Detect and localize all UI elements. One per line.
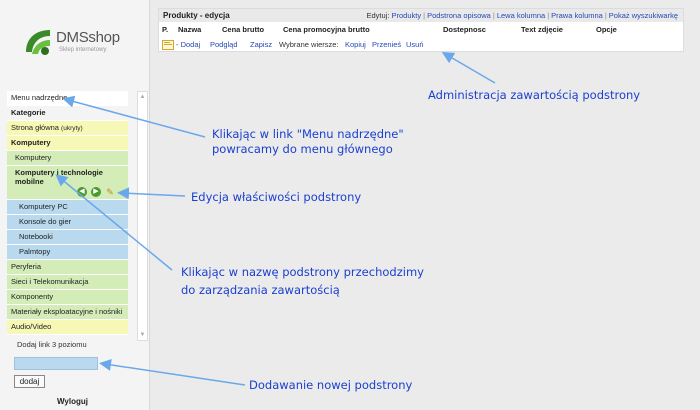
add-link-input[interactable] (14, 357, 98, 370)
sidebar-menu: Menu nadrzędne Kategorie Strona główna (… (7, 91, 128, 335)
preview-action[interactable]: Podgląd (210, 40, 238, 49)
table-actions: - Dodaj Podgląd Zapisz Wybrane wiersze: … (159, 40, 683, 52)
brand-logo-icon (26, 30, 50, 55)
add-action[interactable]: - Dodaj (176, 40, 201, 49)
logout-link[interactable]: Wyloguj (57, 397, 88, 406)
sidebar: DMSshop Sklep internetowy Menu nadrzędne… (0, 0, 150, 410)
column-header: Cena promocyjna brutto (283, 25, 370, 34)
column-header: Nazwa (178, 25, 202, 34)
add-page-icon[interactable] (162, 40, 174, 50)
brand-name: DMSshop (56, 29, 120, 46)
column-header: Cena brutto (222, 25, 265, 34)
arrow-left-icon[interactable]: ◀ (77, 187, 87, 197)
sidebar-item-label: Strona główna (11, 123, 59, 132)
sidebar-item-mobile[interactable]: Komputery i technologie mobilne ◀ ▶ ✎ (7, 166, 128, 200)
scroll-up-icon[interactable]: ▲ (139, 94, 146, 100)
brand-tagline: Sklep internetowy (59, 47, 107, 53)
edit-pencil-icon[interactable]: ✎ (106, 187, 114, 197)
sidebar-item-networks[interactable]: Sieci i Telekomunikacja (7, 275, 128, 290)
move-action[interactable]: Przenieś (372, 40, 402, 49)
edit-link-description[interactable]: Podstrona opisowa (427, 11, 491, 20)
sidebar-item-components[interactable]: Komponenty (7, 290, 128, 305)
column-header: Dostepnosc (443, 25, 486, 34)
table-header: P. Nazwa Cena brutto Cena promocyjna bru… (159, 25, 683, 37)
categories-header: Kategorie (7, 106, 128, 121)
edit-link-left-column[interactable]: Lewa kolumna (496, 11, 546, 20)
delete-action[interactable]: Usuń (406, 40, 424, 49)
save-action[interactable]: Zapisz (250, 40, 273, 49)
annotation-add-new: Dodawanie nowej podstrony (249, 378, 413, 392)
sidebar-item-peripherals[interactable]: Peryferia (7, 260, 128, 275)
edit-prefix: Edytuj: (366, 11, 390, 20)
annotation-click-name-line2: do zarządzania zawartością (181, 283, 340, 297)
sidebar-item-consoles[interactable]: Konsole do gier (7, 215, 128, 230)
annotation-menu-parent-line1: Klikając w link "Menu nadrzędne" (212, 127, 404, 141)
annotation-click-name-line1: Klikając w nazwę podstrony przechodzimy (181, 265, 424, 279)
sidebar-item-komputery-sub[interactable]: Komputery (7, 151, 128, 166)
sidebar-item-palmtops[interactable]: Palmtopy (7, 245, 128, 260)
page-title: Produkty - edycja (163, 11, 230, 20)
hidden-note: (ukryty) (61, 125, 83, 132)
edit-link-products[interactable]: Produkty (391, 11, 422, 20)
column-header: P. (162, 25, 169, 34)
arrow-right-icon[interactable]: ▶ (91, 187, 101, 197)
annotation-menu-parent-line2: powracamy do menu głównego (212, 142, 393, 156)
column-header: Opcje (596, 25, 617, 34)
sidebar-scrollbar[interactable]: ▲ ▼ (137, 91, 148, 341)
edit-link-right-column[interactable]: Prawa kolumna (551, 11, 603, 20)
sidebar-item-audio-video[interactable]: Audio/Video (7, 320, 128, 335)
menu-parent-link[interactable]: Menu nadrzędne (7, 91, 128, 106)
panel-titlebar: Produkty - edycja Edytuj: Produkty|Podst… (159, 9, 683, 22)
annotation-content-admin: Administracja zawartością podstrony (428, 88, 641, 102)
content-panel: Produkty - edycja Edytuj: Produkty|Podst… (158, 8, 684, 52)
add-button[interactable]: dodaj (14, 375, 45, 388)
edit-link-show-search[interactable]: Pokaż wyszukiwarkę (608, 11, 678, 20)
selected-rows-label: Wybrane wiersze: (279, 40, 339, 49)
sidebar-item-pc[interactable]: Komputery PC (7, 200, 128, 215)
edit-links: Edytuj: Produkty|Podstrona opisowa|Lewa … (366, 11, 678, 20)
logo: DMSshop Sklep internetowy (22, 26, 132, 60)
column-header: Text zdjęcie (521, 25, 563, 34)
annotation-edit-props: Edycja właściwości podstrony (191, 190, 362, 204)
add-link-label: Dodaj link 3 poziomu (17, 340, 87, 349)
copy-action[interactable]: Kopiuj (345, 40, 366, 49)
scroll-down-icon[interactable]: ▼ (139, 332, 146, 338)
sidebar-item-home[interactable]: Strona główna (ukryty) (7, 121, 128, 136)
sidebar-item-komputery[interactable]: Komputery (7, 136, 128, 151)
sidebar-item-notebooks[interactable]: Notebooki (7, 230, 128, 245)
sidebar-item-label[interactable]: Komputery i technologie mobilne (15, 168, 103, 186)
sidebar-item-supplies[interactable]: Materiały eksploatacyjne i nośniki (7, 305, 128, 320)
